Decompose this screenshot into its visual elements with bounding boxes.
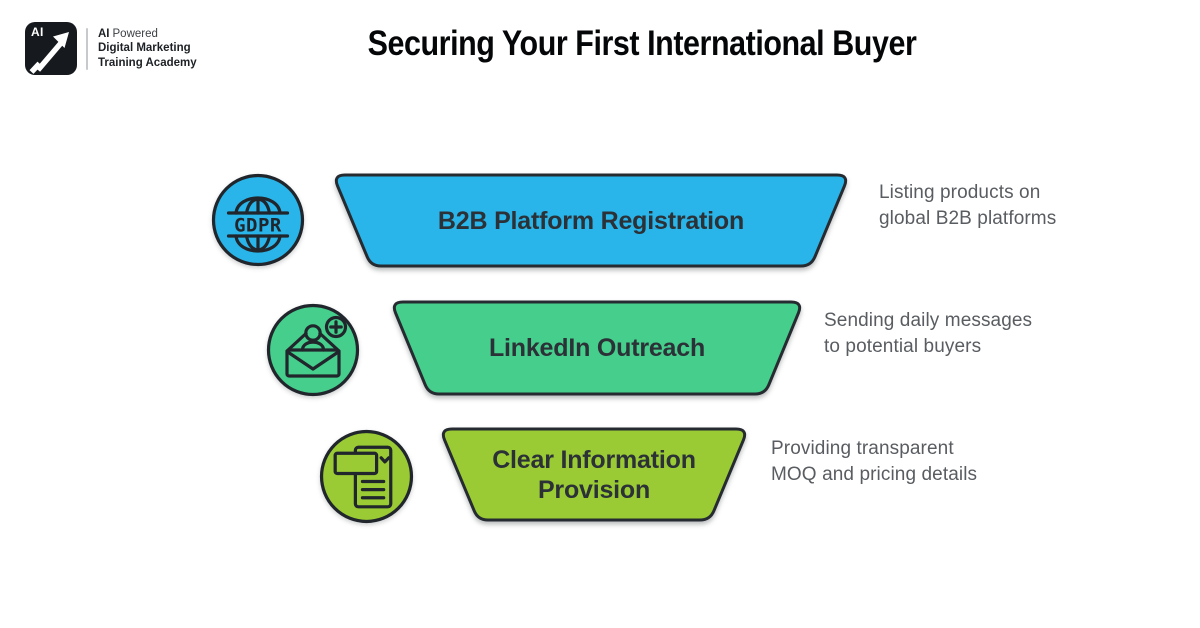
stage-description-2: Sending daily messages to potential buye… bbox=[824, 310, 1033, 357]
gdpr-label: GDPR bbox=[234, 215, 282, 237]
brand-divider bbox=[86, 27, 88, 70]
stage-label-2: LinkedIn Outreach bbox=[488, 334, 706, 362]
stage-label-1: B2B Platform Registration bbox=[437, 206, 745, 235]
funnel-bar-stage-2 bbox=[392, 300, 802, 396]
stage-description-1: Listing products on global B2B platforms bbox=[879, 182, 1057, 229]
stage-description-3: Providing transparent MOQ and pricing de… bbox=[771, 438, 978, 485]
funnel-bar-shape bbox=[392, 300, 802, 396]
growth-arrow-icon bbox=[29, 32, 69, 74]
document-details-icon bbox=[319, 429, 414, 524]
funnel-bar-shape bbox=[334, 173, 848, 268]
tagline-line2: Digital Marketing bbox=[98, 42, 191, 55]
brand-mark-text: AI bbox=[31, 25, 44, 39]
brand-logo-mark: AI bbox=[25, 22, 77, 75]
funnel-bar-stage-1 bbox=[334, 173, 848, 268]
gdpr-globe-icon: GDPR bbox=[211, 173, 305, 267]
page-title: Securing Your First International Buyer bbox=[367, 24, 917, 63]
stage-label-3: Clear Information Provision bbox=[492, 445, 696, 504]
funnel-bar-stage-3 bbox=[441, 427, 747, 522]
tagline-bold: AI bbox=[98, 27, 110, 40]
tagline-line3: Training Academy bbox=[98, 56, 197, 69]
tagline-rest: Powered bbox=[112, 27, 158, 40]
funnel-bar-shape bbox=[441, 427, 747, 522]
contact-add-mail-icon bbox=[266, 303, 360, 397]
